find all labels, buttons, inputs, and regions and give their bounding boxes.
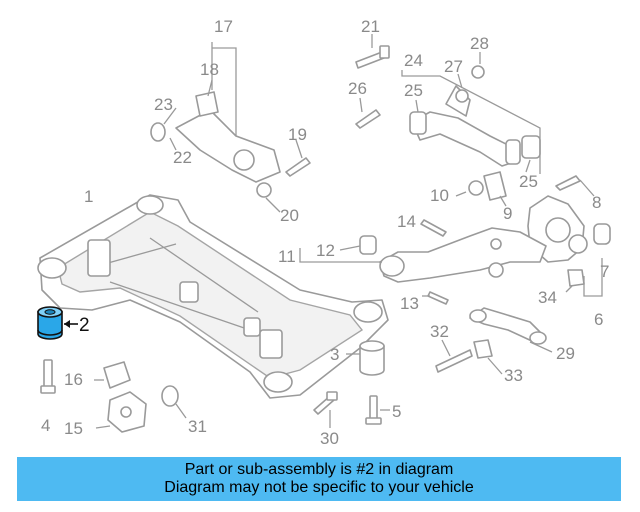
bolt-part-8 [555,175,595,197]
bracket-part-16 [94,361,131,389]
callout-6: 6 [594,310,603,329]
rear-suspension-diagram: 1 2 3 4 5 6 7 8 9 10 11 12 13 14 15 16 1… [37,17,611,448]
bolt-part-13 [422,291,449,305]
nut-part-28 [471,52,485,79]
nut-part-20 [256,182,281,213]
callout-30: 30 [320,429,339,448]
callout-12: 12 [316,241,335,260]
diagram-caption-banner: Part or sub-assembly is #2 in diagram Di… [17,457,621,501]
callout-2[interactable]: 2 [79,315,90,336]
upper-arm-part-24 [409,85,541,167]
callout-labels: 1 2 3 4 5 6 7 8 9 10 11 12 13 14 15 16 1… [41,17,609,448]
callout-22: 22 [173,148,192,167]
trailing-arm-part-11 [359,227,547,283]
callout-33: 33 [504,366,523,385]
callout-11: 11 [278,247,296,266]
leader-25b [525,159,531,173]
bolt-part-5 [365,395,390,425]
bolt-part-21 [355,34,390,69]
callout-24: 24 [404,51,423,70]
leader-18 [207,79,213,97]
callout-5: 5 [392,402,401,421]
bracket-part-33 [473,339,503,375]
callout-26: 26 [348,79,367,98]
leader-25a [415,99,419,113]
callout-25-lower: 25 [519,172,538,191]
callout-17: 17 [214,17,233,36]
callout-19: 19 [288,125,307,144]
link-part-29 [469,307,547,345]
leader-11-12 [299,245,382,263]
leader-2-arrow [64,320,70,328]
callout-7: 7 [600,262,609,281]
callout-20: 20 [280,206,299,225]
leader-29 [529,341,553,353]
callout-34: 34 [538,288,557,307]
callout-3: 3 [330,345,339,364]
lower-control-arm-part-17 [175,91,281,183]
callout-9: 9 [503,204,512,223]
bolt-part-26 [355,97,381,129]
callout-23: 23 [154,95,173,114]
callout-32: 32 [430,322,449,341]
nut-part-27 [455,73,469,103]
rear-subframe [37,194,389,399]
callout-13: 13 [400,294,419,313]
callout-15: 15 [64,419,83,438]
leader-22 [169,137,177,151]
bolt-part-30 [313,391,338,428]
callout-4: 4 [41,416,50,435]
callout-8: 8 [592,193,601,212]
bracket-part-9 [483,171,507,207]
bushing-part-7 [593,223,611,245]
callout-10: 10 [430,186,449,205]
callout-25-upper: 25 [404,81,423,100]
leader-24 [401,70,541,174]
callout-21: 21 [361,17,380,36]
callout-1: 1 [84,187,93,206]
caption-line-1: Part or sub-assembly is #2 in diagram [184,461,454,478]
bolt-part-32 [435,339,473,373]
caption-line-2: Diagram may not be specific to your vehi… [164,479,474,496]
bolt-part-14 [420,219,447,237]
callout-14: 14 [397,212,416,231]
mount-part-15 [95,391,147,433]
callout-16: 16 [64,370,83,389]
bushing-part-34 [565,269,585,293]
highlighted-bushing-part-2[interactable] [37,306,63,340]
bolt-part-4 [40,359,56,394]
bushing-part-3 [359,340,385,376]
bushing-part-23 [150,107,177,142]
bushing-part-10 [455,180,484,197]
callout-18: 18 [200,60,219,79]
callout-29: 29 [556,344,575,363]
callout-31: 31 [188,417,207,436]
callout-28: 28 [470,34,489,53]
bushing-part-31 [161,385,187,419]
callout-27: 27 [444,57,463,76]
bolt-part-19 [285,139,311,177]
leader-6-7 [583,258,603,297]
